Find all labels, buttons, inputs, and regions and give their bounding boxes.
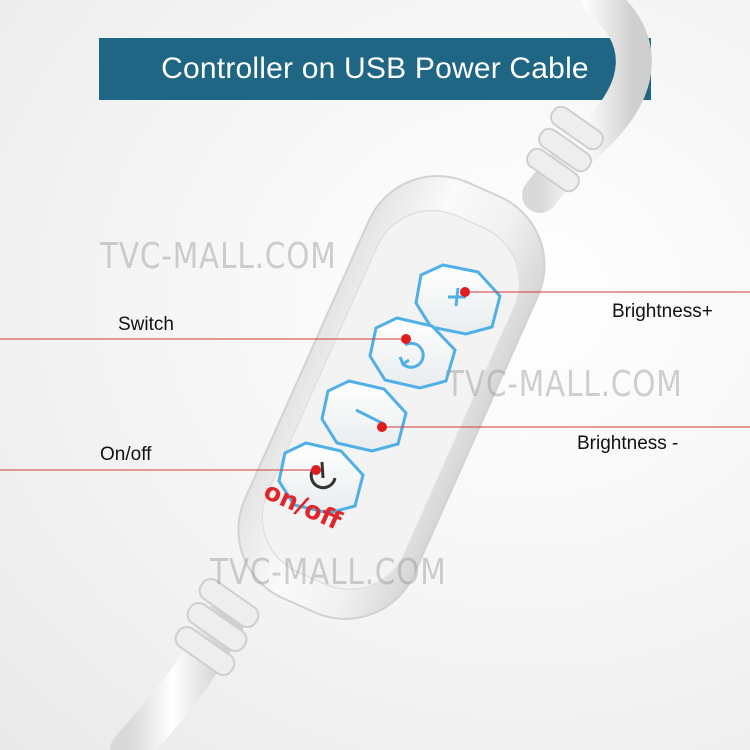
- button-brightness-plus: [414, 263, 502, 336]
- pointer-dot-switch: [401, 334, 411, 344]
- watermark-1: TVC-MALL.COM: [100, 236, 337, 277]
- title-banner: Controller on USB Power Cable: [99, 38, 651, 100]
- label-switch: Switch: [118, 314, 174, 335]
- watermark-2: TVC-MALL.COM: [446, 364, 683, 405]
- banner-title: Controller on USB Power Cable: [161, 52, 589, 85]
- upper-strain-relief: [526, 105, 604, 193]
- minus-icon: [355, 408, 385, 426]
- watermark-3: TVC-MALL.COM: [210, 552, 447, 593]
- pointer-dot-brightness-plus: [460, 287, 470, 297]
- pointer-dots: [311, 287, 470, 475]
- plus-icon: [448, 287, 466, 307]
- button-switch: [368, 316, 457, 390]
- lower-strain-relief: [174, 577, 260, 677]
- power-icon: [309, 461, 337, 490]
- label-on-off: On/off: [100, 444, 152, 465]
- button-brightness-minus: [320, 379, 408, 453]
- pointer-dot-brightness-minus: [377, 422, 387, 432]
- pointer-dot-on-off: [311, 465, 321, 475]
- label-brightness-minus: Brightness -: [577, 433, 679, 454]
- pointer-lines: [0, 291, 750, 471]
- label-brightness-plus: Brightness+: [612, 301, 713, 322]
- cycle-icon: [398, 341, 425, 369]
- button-power: [277, 441, 365, 515]
